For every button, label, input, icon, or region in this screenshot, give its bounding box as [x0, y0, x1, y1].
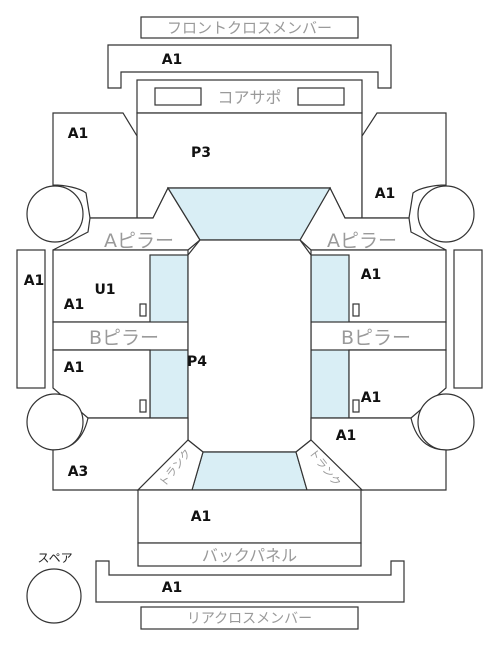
rear-cross-member-label-box [140, 606, 359, 630]
front-cross-member-code: A1 [162, 52, 183, 68]
a-pillar-left-label: Aピラー [104, 230, 174, 252]
front-left-door-code: A1 [64, 297, 85, 313]
right-headlight [297, 87, 345, 106]
front-right-door-handle [352, 303, 360, 317]
front-left-door-handle [139, 303, 147, 317]
left-sill-code: A1 [24, 273, 45, 289]
left-headlight [154, 87, 202, 106]
a-pillar-left-part[interactable] [52, 186, 201, 251]
b-pillar-left-label: Bピラー [89, 327, 159, 349]
spare-tire[interactable] [26, 568, 82, 624]
front-cross-member-label: フロントクロスメンバー [167, 19, 332, 37]
rear-right-quarter-code: A1 [336, 428, 357, 444]
front-left-fender-code: A1 [68, 126, 89, 142]
back-panel-part[interactable] [137, 542, 362, 567]
bonnet-code: P3 [191, 145, 211, 161]
rear-right-wheel [417, 393, 475, 451]
back-panel-label: バックパネル [202, 546, 297, 565]
rear-right-door-code: A1 [361, 390, 382, 406]
front-cross-member-part[interactable] [107, 44, 392, 89]
roof-part[interactable] [187, 239, 312, 453]
rear-window [191, 451, 308, 491]
front-left-fender-part[interactable] [52, 112, 138, 219]
rear-left-wheel [26, 393, 84, 451]
rear-left-door-handle [139, 399, 147, 413]
front-left-wheel [26, 185, 84, 243]
rear-cross-member-code: A1 [162, 580, 183, 596]
core-support-label: コアサポ [217, 88, 281, 107]
rear-cross-member-part[interactable] [95, 560, 405, 603]
spare-label: スペア [37, 551, 72, 565]
front-right-wheel [417, 185, 475, 243]
left-sill-part[interactable] [16, 249, 46, 389]
roof-code: P4 [187, 354, 207, 370]
rear-left-quarter-code: A3 [68, 464, 89, 480]
trunk-lid-code: A1 [191, 509, 212, 525]
b-pillar-right-label: Bピラー [341, 327, 411, 349]
trunk-lid-part[interactable] [137, 489, 362, 544]
a-pillar-right-part[interactable] [299, 186, 447, 251]
rear-cross-member-label: リアクロスメンバー [187, 611, 312, 627]
front-right-door-code: A1 [361, 267, 382, 283]
b-pillar-right-part[interactable] [310, 321, 447, 351]
rear-left-door-code: A1 [64, 360, 85, 376]
b-pillar-left-part[interactable] [52, 321, 189, 351]
right-sill-part[interactable] [453, 249, 483, 389]
a-pillar-right-label: Aピラー [327, 230, 397, 252]
front-right-fender-code: A1 [375, 186, 396, 202]
front-cross-member-label-box [140, 16, 359, 39]
front-left-door-u-code: U1 [94, 282, 115, 298]
rear-right-door-handle [352, 399, 360, 413]
